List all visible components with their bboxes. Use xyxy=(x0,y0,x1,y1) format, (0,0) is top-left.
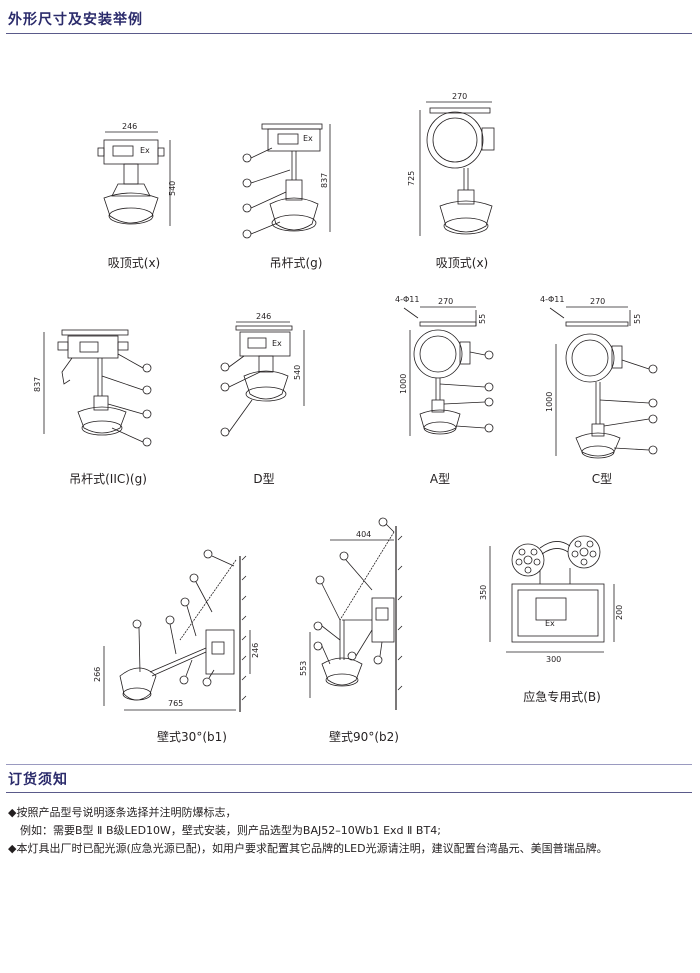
caption-type-a: A型 xyxy=(429,472,451,486)
section-divider xyxy=(6,33,692,34)
section-divider xyxy=(6,792,692,793)
dim-width: 246 xyxy=(122,122,137,131)
caption-pendant-g: 吊杆式(g) xyxy=(269,256,323,270)
svg-text:765: 765 xyxy=(168,699,183,708)
svg-text:246: 246 xyxy=(256,312,271,321)
caption-type-c: C型 xyxy=(591,472,613,486)
svg-text:1000: 1000 xyxy=(545,392,554,412)
svg-text:Ex: Ex xyxy=(272,339,282,348)
diagram-ceiling-x-2: 270 725 xyxy=(407,92,495,236)
note-2: ◆本灯具出厂时已配光源(应急光源已配)，如用户要求配置其它品牌的LED光源请注明… xyxy=(8,842,608,855)
svg-text:200: 200 xyxy=(615,605,624,620)
svg-text:837: 837 xyxy=(320,173,329,188)
svg-text:270: 270 xyxy=(452,92,467,101)
svg-text:266: 266 xyxy=(93,667,102,682)
note-1: ◆按照产品型号说明逐条选择并注明防爆标志， xyxy=(8,806,237,819)
svg-text:55: 55 xyxy=(633,314,642,324)
svg-text:1000: 1000 xyxy=(399,374,408,394)
diagram-pendant-iic: 837 xyxy=(33,329,152,447)
section-divider-top xyxy=(6,764,692,765)
caption-ceiling-x-1: 吸顶式(x) xyxy=(107,256,161,270)
svg-text:55: 55 xyxy=(478,314,487,324)
caption-wall-30: 壁式30°(b1) xyxy=(157,730,227,744)
diagram-pendant-g: Ex 837 xyxy=(242,123,331,239)
section-title-ordering: 订货须知 xyxy=(8,772,68,788)
diagram-type-c: 4-Φ11 270 55 1000 xyxy=(540,295,658,459)
svg-text:Ex: Ex xyxy=(545,619,555,628)
caption-type-d: D型 xyxy=(253,472,275,486)
diagram-ceiling-x-1: 246 Ex 540 xyxy=(97,122,177,226)
diagram-type-a: 4-Φ11 270 55 1000 xyxy=(395,295,494,436)
note-example: 例如：需要B型 Ⅱ B级LED10W，壁式安装，则产品选型为BAJ52–10Wb… xyxy=(20,824,441,837)
svg-text:404: 404 xyxy=(356,530,371,539)
dim-height: 540 xyxy=(168,181,177,196)
svg-text:725: 725 xyxy=(407,171,416,186)
diagram-wall-30: 765 266 246 xyxy=(93,549,260,712)
svg-text:837: 837 xyxy=(33,377,42,392)
svg-text:553: 553 xyxy=(299,661,308,676)
diagram-wall-90: 404 553 xyxy=(299,517,403,710)
svg-text:350: 350 xyxy=(479,585,488,600)
section-title-dimensions: 外形尺寸及安装举例 xyxy=(8,12,143,28)
diagram-type-d: 246 Ex 540 xyxy=(220,312,305,437)
svg-text:4-Φ11: 4-Φ11 xyxy=(540,295,564,304)
svg-text:246: 246 xyxy=(251,643,260,658)
caption-pendant-iic: 吊杆式(IIC)(g) xyxy=(69,472,147,486)
caption-ceiling-x-2: 吸顶式(x) xyxy=(435,256,489,270)
caption-emergency-b: 应急专用式(B) xyxy=(523,690,601,704)
svg-text:270: 270 xyxy=(438,297,453,306)
svg-text:Ex: Ex xyxy=(140,146,150,155)
svg-text:4-Φ11: 4-Φ11 xyxy=(395,295,419,304)
svg-text:540: 540 xyxy=(293,365,302,380)
diagram-emergency-b: Ex 350 200 300 xyxy=(479,535,624,664)
svg-text:300: 300 xyxy=(546,655,561,664)
svg-text:270: 270 xyxy=(590,297,605,306)
svg-text:Ex: Ex xyxy=(303,134,313,143)
caption-wall-90: 壁式90°(b2) xyxy=(329,730,399,744)
